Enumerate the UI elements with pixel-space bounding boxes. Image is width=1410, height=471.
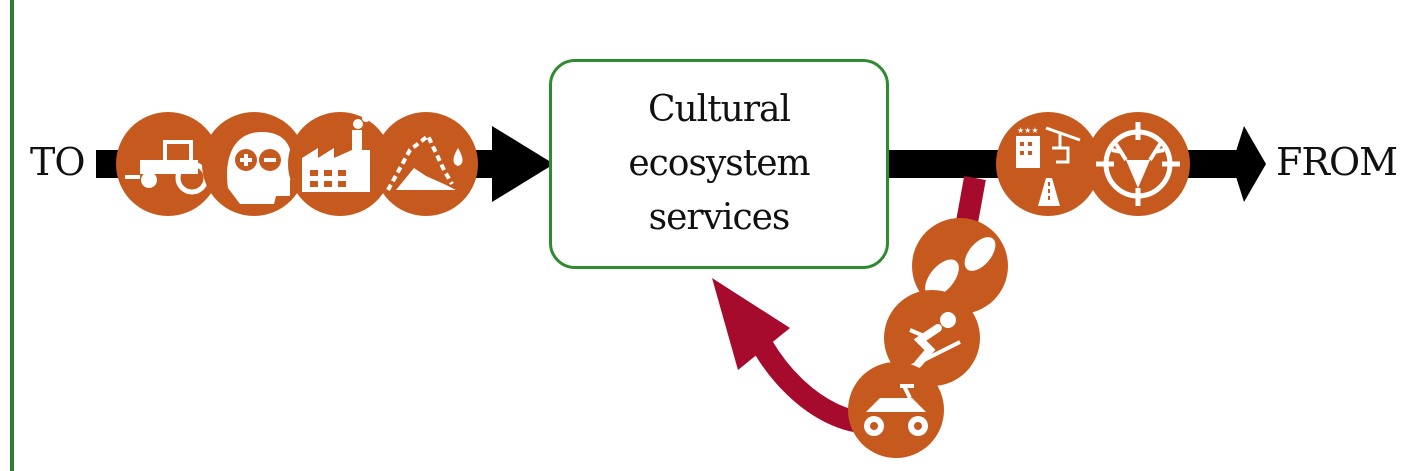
footprints-icon <box>912 218 1008 314</box>
tractor-icon <box>116 112 220 216</box>
skier-icon <box>884 290 980 386</box>
mountain-water-icon <box>374 112 478 216</box>
atv-quad-icon <box>848 362 944 458</box>
from-label: FROM <box>1276 140 1398 184</box>
left-border-line <box>10 0 14 471</box>
hotel-ski-lift-road-icon: ★★★ <box>996 112 1100 216</box>
svg-text:★★★: ★★★ <box>1017 126 1039 135</box>
factory-icon <box>288 112 392 216</box>
cultural-ecosystem-services-node: Cultural ecosystem services <box>549 59 889 269</box>
deer-target-icon <box>1086 112 1190 216</box>
to-label: TO <box>30 140 85 184</box>
central-node-label: Cultural ecosystem services <box>628 89 810 238</box>
mind-head-icon <box>202 112 306 216</box>
